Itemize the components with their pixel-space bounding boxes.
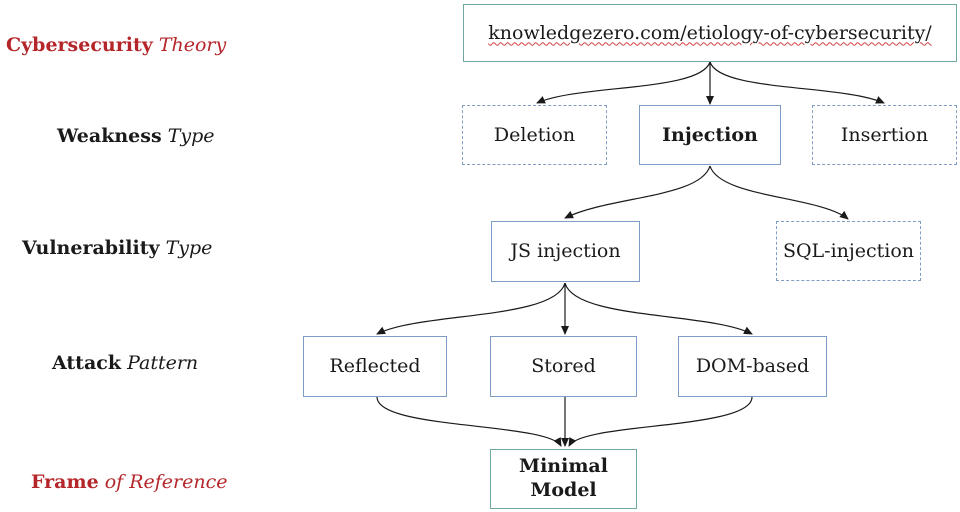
level-weakness-strong: Weakness	[57, 125, 162, 147]
node-injection-text: Injection	[662, 123, 758, 146]
level-label-frame: Frame of Reference	[31, 471, 228, 493]
level-label-theory: Cybersecurity Theory	[6, 34, 226, 56]
node-insertion-text: Insertion	[840, 123, 929, 146]
node-injection: Injection	[639, 105, 781, 165]
edge-dom-minimal	[568, 396, 753, 447]
node-js-injection-text: JS injection	[510, 240, 621, 263]
node-root: knowledgezero.com/etiology-of-cybersecur…	[463, 4, 957, 62]
node-dom-based: DOM-based	[678, 336, 827, 397]
node-stored-text: Stored	[531, 355, 596, 378]
node-reflected-text: Reflected	[329, 355, 421, 378]
node-sql-injection: SQL-injection	[776, 221, 921, 281]
level-label-vulnerability: Vulnerability Type	[22, 237, 212, 259]
node-sql-injection-text: SQL-injection	[782, 239, 915, 262]
node-reflected: Reflected	[303, 336, 447, 397]
edge-js-dom	[564, 282, 753, 335]
node-deletion: Deletion	[462, 105, 607, 165]
level-theory-strong: Cybersecurity	[6, 34, 153, 56]
level-theory-em: Theory	[158, 34, 227, 56]
node-deletion-text: Deletion	[493, 123, 576, 146]
edge-root-insertion	[709, 61, 885, 104]
edge-reflected-minimal	[376, 396, 562, 447]
edge-injection-js	[564, 165, 711, 219]
level-label-weakness: Weakness Type	[57, 125, 215, 147]
level-frame-strong: Frame	[31, 471, 99, 493]
node-minimal-model-text: Minimal Model	[519, 455, 608, 501]
node-js-injection: JS injection	[491, 221, 640, 282]
edge-js-reflected	[376, 282, 566, 335]
node-minimal-model: Minimal Model	[490, 449, 637, 509]
node-stored: Stored	[490, 336, 637, 397]
node-dom-based-text: DOM-based	[695, 355, 810, 378]
edge-root-deletion	[536, 61, 711, 104]
level-attack-strong: Attack	[52, 352, 122, 374]
level-frame-em: of Reference	[104, 471, 228, 493]
level-vulnerability-strong: Vulnerability	[22, 237, 160, 259]
node-root-text: knowledgezero.com/etiology-of-cybersecur…	[488, 21, 932, 44]
level-label-attack: Attack Pattern	[52, 352, 198, 374]
level-attack-em: Pattern	[127, 352, 199, 374]
level-weakness-em: Type	[167, 125, 215, 147]
level-vulnerability-em: Type	[165, 237, 213, 259]
edge-injection-sql	[709, 165, 849, 220]
node-insertion: Insertion	[812, 105, 957, 165]
